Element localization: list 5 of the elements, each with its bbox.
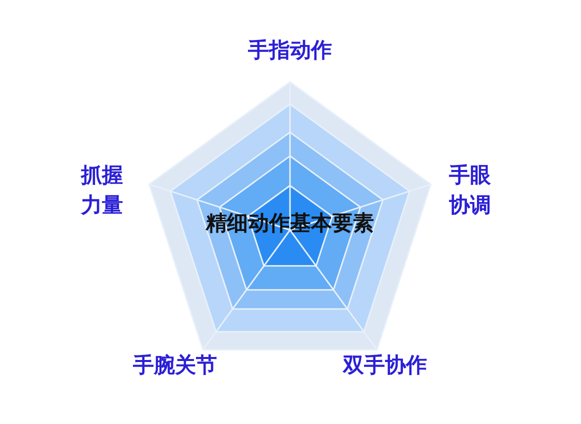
axis-label: 抓握力量 (80, 162, 124, 219)
axis-label: 手腕关节 (133, 352, 217, 379)
axis-label: 手眼协调 (448, 162, 492, 219)
axis-label: 手指动作 (248, 37, 332, 64)
axis-label: 双手协作 (343, 352, 427, 379)
